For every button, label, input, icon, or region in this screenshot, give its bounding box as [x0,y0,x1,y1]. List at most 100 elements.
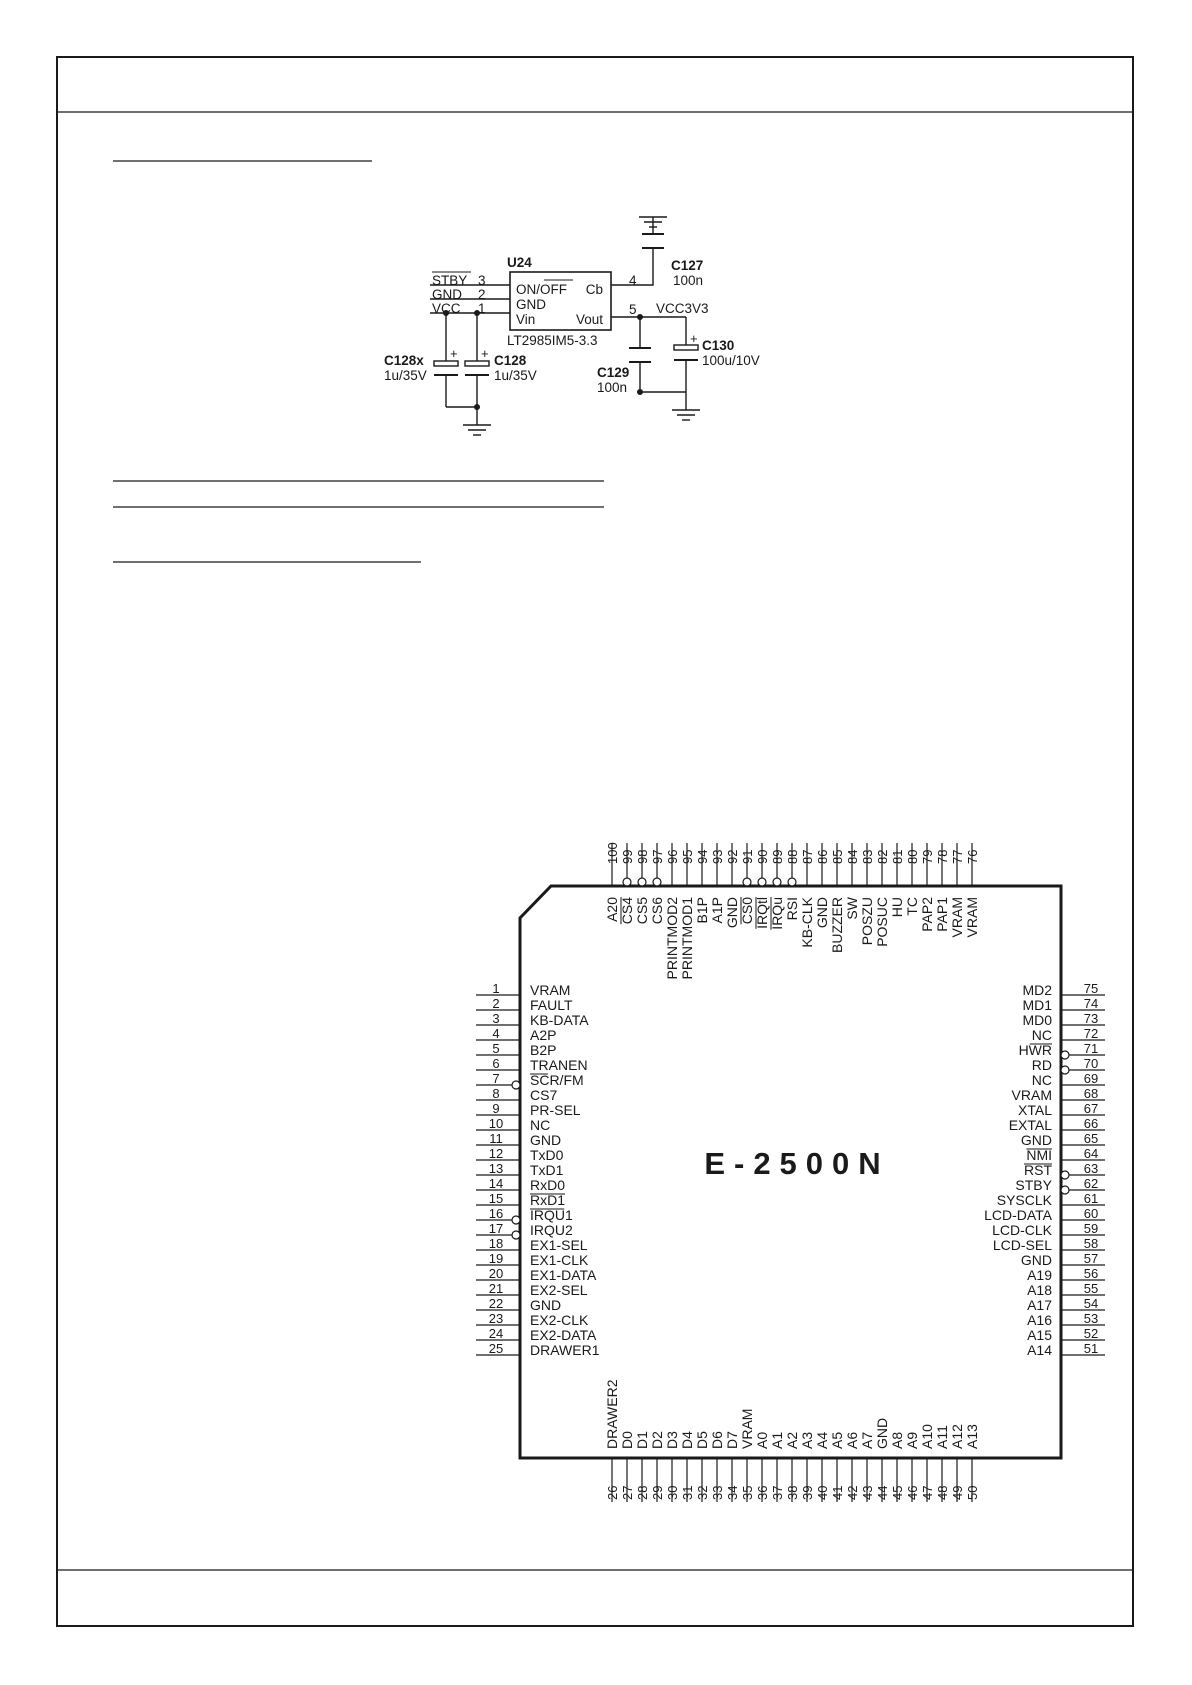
chip-pin-number: 5 [492,1041,499,1056]
chip-pin-number: 62 [1084,1176,1098,1191]
chip-pin-label: TxD0 [530,1147,564,1163]
chip-pin-number: 57 [1084,1251,1098,1266]
chip-pin-number: 49 [950,1486,965,1500]
chip-pin-label: SCR/FM [530,1072,584,1088]
chip-pin-number: 34 [725,1486,740,1500]
chip-pin-label: PR-SEL [530,1102,581,1118]
chip-pin-label: PRINTMOD1 [679,897,695,980]
chip-pin-label: RSI [784,897,800,920]
chip-pin-label: VRAM [739,1409,755,1449]
chip-pin-label: VRAM [530,982,570,998]
chip-pin-number: 94 [695,850,710,864]
chip-pin-number: 91 [740,850,755,864]
chip-pin-label: EXTAL [1009,1117,1053,1133]
chip-pin-label: CS6 [649,897,665,924]
chip-pin-label: A17 [1027,1297,1052,1313]
chip-pin-number: 24 [489,1326,503,1341]
chip-pin-label: EX1-SEL [530,1237,588,1253]
inversion-bubble [787,877,797,887]
chip-pin-label: D2 [649,1431,665,1449]
chip-pin-number: 85 [830,850,845,864]
chip-pin-number: 25 [489,1341,503,1356]
chip-pin-number: 23 [489,1311,503,1326]
chip-pin-number: 97 [650,850,665,864]
section-heading-rules [113,160,604,563]
chip-pin-number: 8 [492,1086,499,1101]
chip-pin-number: 64 [1084,1146,1098,1161]
chip-pin-label: A2P [530,1027,556,1043]
inversion-bubble [652,877,662,887]
chip-pin-label: SW [844,896,860,919]
chip-pin-label: MD1 [1022,997,1052,1013]
chip-pin-label: A9 [904,1432,920,1449]
chip-pin-label: A10 [919,1424,935,1449]
c129-value: 100n [597,380,627,395]
chip-pin-label: HU [889,897,905,917]
chip-pin-number: 58 [1084,1236,1098,1251]
chip-pin-label: KB-CLK [799,896,815,947]
chip-pin-label: EX2-CLK [530,1312,589,1328]
chip-pin-number: 6 [492,1056,499,1071]
chip-pin-label: IRQU1 [530,1207,573,1223]
c128-value: 1u/35V [494,368,537,383]
chip-pin-label: RxD0 [530,1177,565,1193]
chip-pin-number: 37 [770,1486,785,1500]
u24-pin-label-onoff: ON/OFF [516,282,567,297]
chip-pin-number: 12 [489,1146,503,1161]
chip-pin-number: 75 [1084,981,1098,996]
u24-pin-number: 1 [478,301,486,316]
chip-pin-number: 44 [875,1486,890,1500]
polarity-mark: + [690,331,698,346]
u24-ref: U24 [507,255,532,270]
inversion-bubble [1060,1050,1070,1060]
chip-pin-label: GND [530,1297,561,1313]
chip-pin-number: 56 [1084,1266,1098,1281]
chip-pin-number: 99 [620,850,635,864]
chip-pin-number: 78 [935,850,950,864]
chip-pin-label: IRQU2 [530,1222,573,1238]
u24-pin-number: 3 [478,273,486,288]
chip-pin-number: 51 [1084,1341,1098,1356]
c128x-ref: C128x [384,353,424,368]
chip-pin-label: DRAWER1 [530,1342,600,1358]
chip-pin-number: 26 [605,1486,620,1500]
c130-value: 100u/10V [702,353,760,368]
chip-pin-number: 93 [710,850,725,864]
inversion-bubble [1060,1065,1070,1075]
chip-pin-number: 27 [620,1486,635,1500]
chip-pin-label: B2P [530,1042,556,1058]
inversion-bubble [622,877,632,887]
chip-pin-label: MD2 [1022,982,1052,998]
chip-pin-number: 38 [785,1486,800,1500]
chip-pin-label: GND [874,1418,890,1449]
chip-pin-number: 53 [1084,1311,1098,1326]
junction-dots [443,310,643,410]
chip-pin-number: 19 [489,1251,503,1266]
c128x-value: 1u/35V [384,368,427,383]
chip-pin-label: A19 [1027,1267,1052,1283]
chip-pin-number: 13 [489,1161,503,1176]
chip-pin-number: 72 [1084,1026,1098,1041]
chip-pin-number: 7 [492,1071,499,1086]
chip-pin-number: 61 [1084,1191,1098,1206]
chip-pin-label: IRQtl [754,897,770,929]
chip-pin-label: GND [530,1132,561,1148]
chip-pin-label: IRQu [769,897,785,930]
chip-pin-label: NC [1032,1072,1052,1088]
chip-pin-number: 4 [492,1026,499,1041]
chip-pin-number: 86 [815,850,830,864]
chip-pin-label: A1P [709,897,725,923]
regulator-circuit [430,217,687,425]
chip-pin-label: PAP2 [919,897,935,932]
signal-vcc: VCC [432,301,461,316]
chip-pin-number: 84 [845,850,860,864]
chip-pin-number: 32 [695,1486,710,1500]
chip-pin-number: 76 [965,850,980,864]
chip-pin-number: 16 [489,1206,503,1221]
chip-pin-number: 42 [845,1486,860,1500]
chip-pin-number: 30 [665,1486,680,1500]
u24-part-number: LT2985IM5-3.3 [507,333,598,348]
chip-pin-number: 71 [1084,1041,1098,1056]
chip-pin-number: 81 [890,850,905,864]
